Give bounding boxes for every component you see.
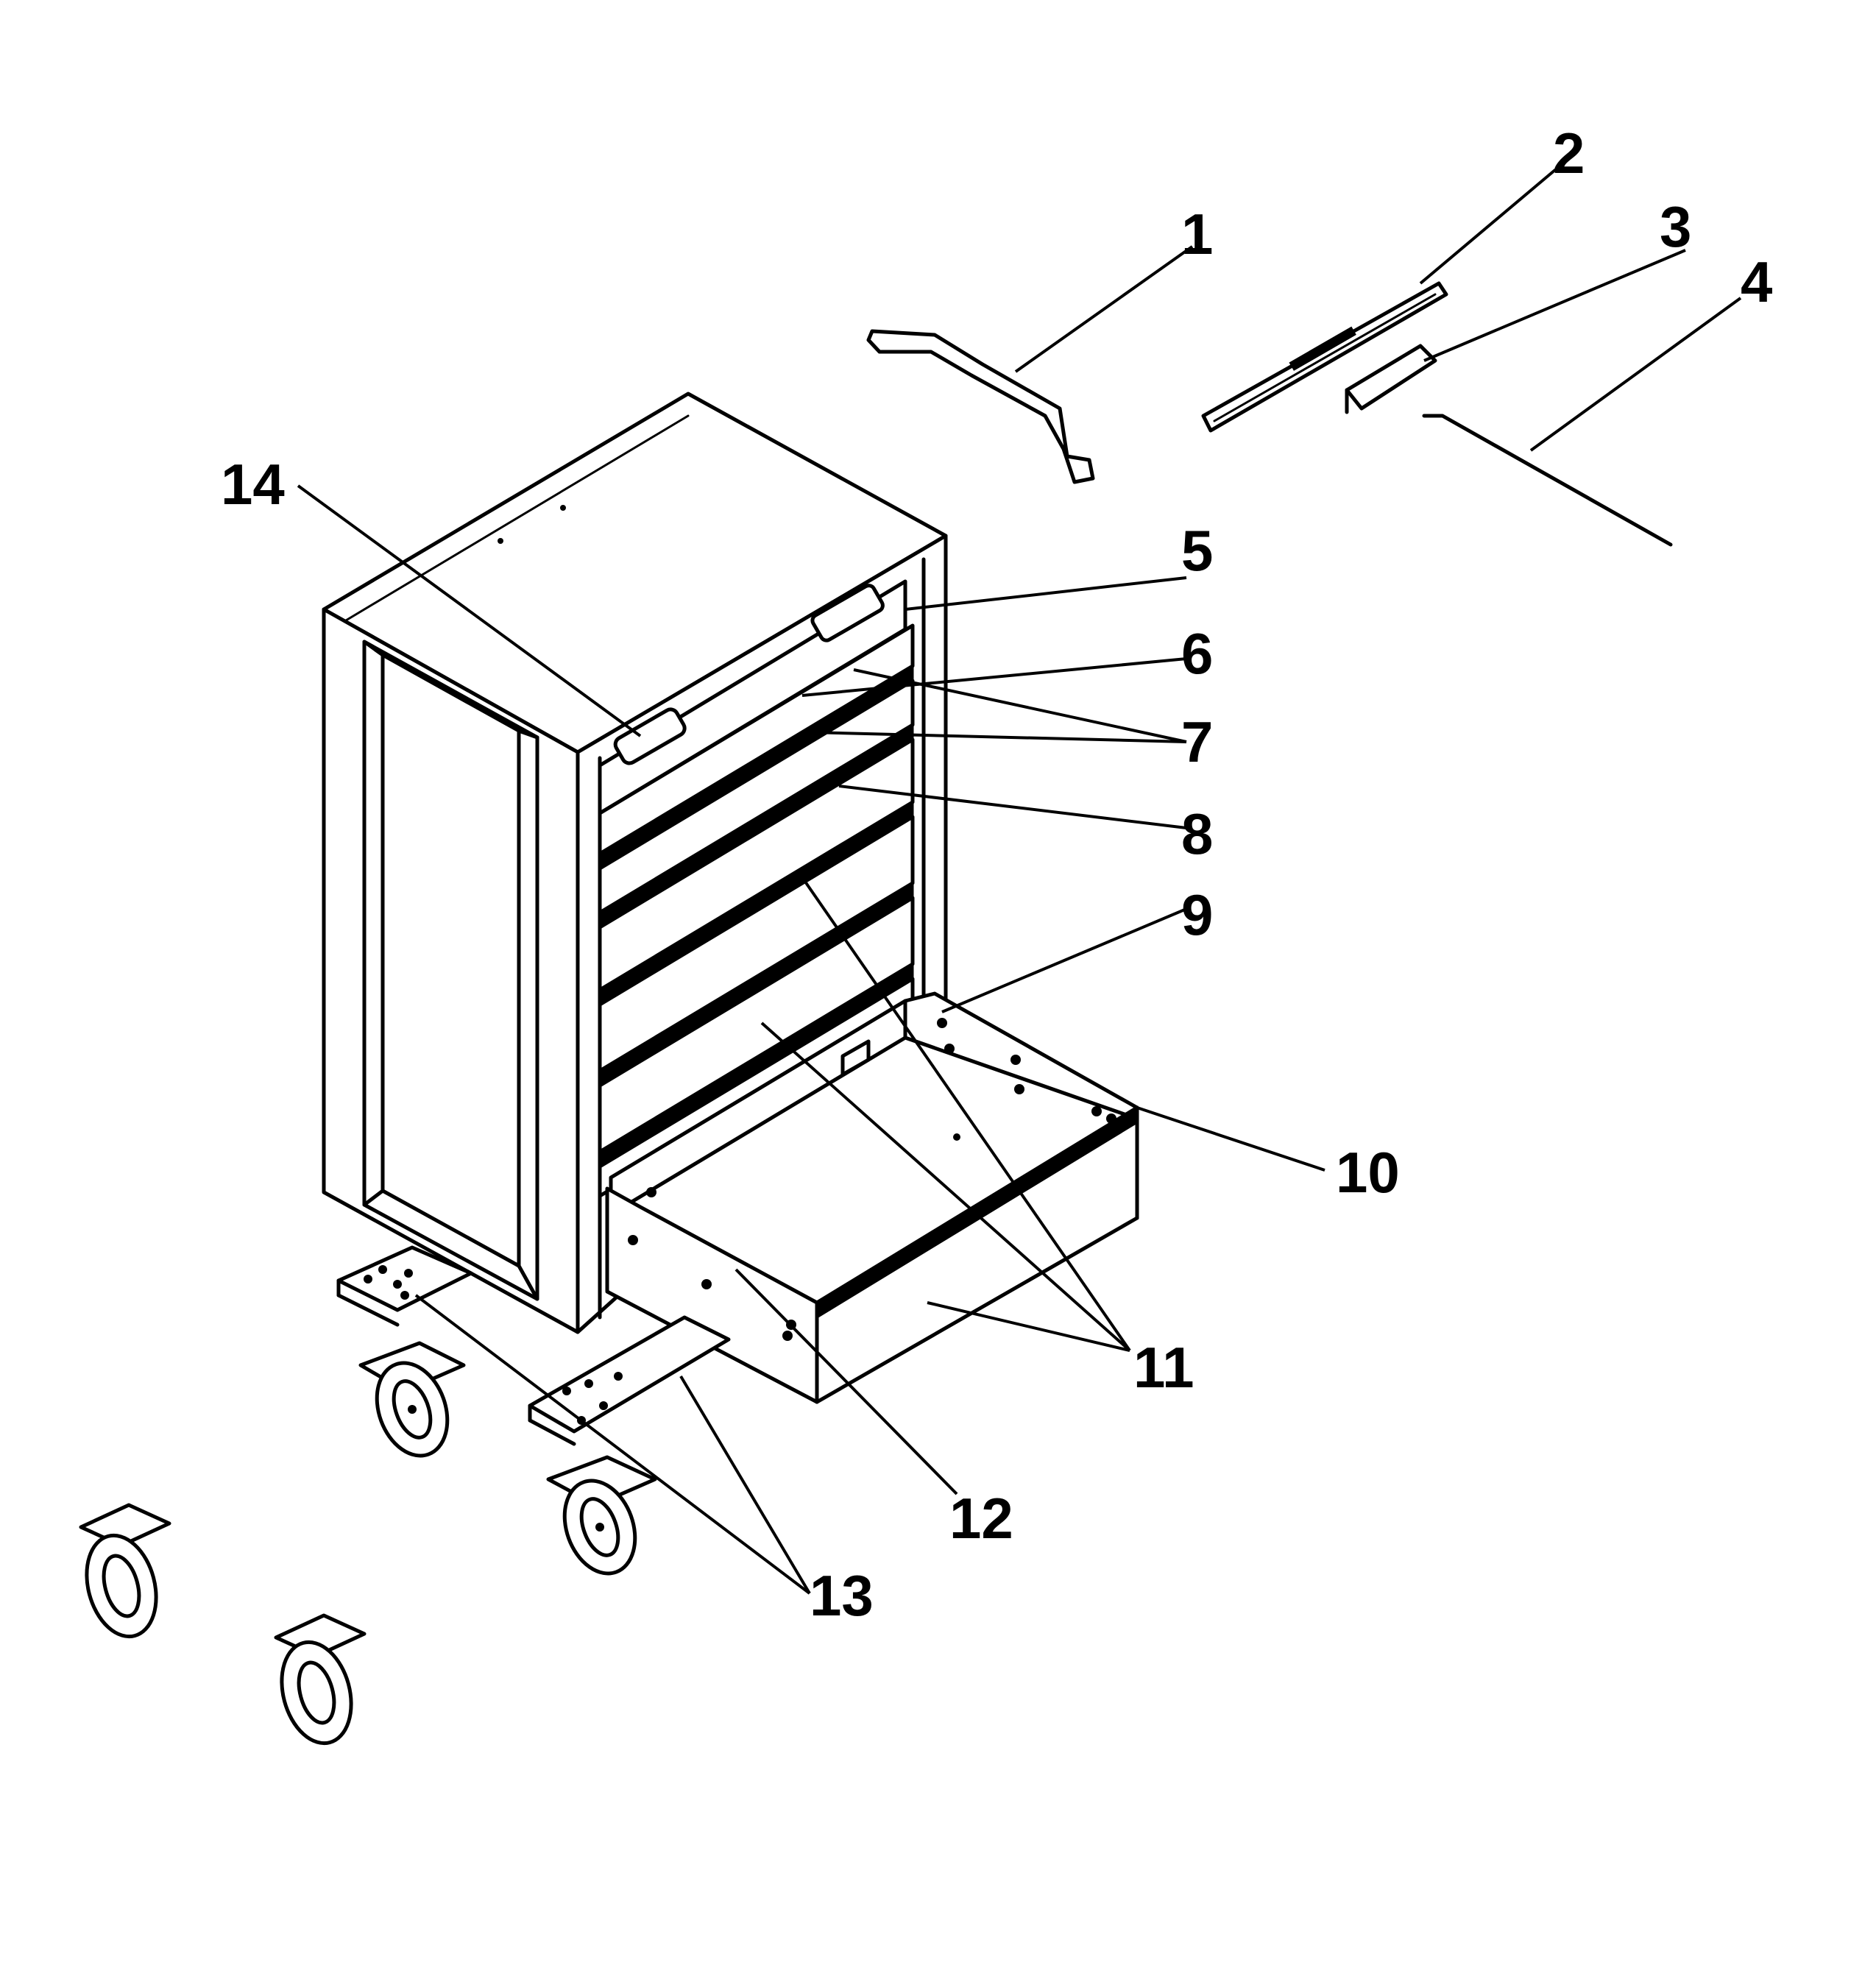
callout-13: 13 xyxy=(810,1563,874,1628)
callout-2: 2 xyxy=(1553,121,1585,185)
caster-wheel-3 xyxy=(79,1503,171,1639)
callout-12: 12 xyxy=(949,1486,1013,1551)
callout-9: 9 xyxy=(1181,882,1213,947)
callout-7: 7 xyxy=(1181,709,1213,774)
caster-mounting-brackets xyxy=(336,1245,731,1446)
callout-1: 1 xyxy=(1181,202,1213,266)
caster-wheels xyxy=(79,1341,657,1746)
caster-wheel-4 xyxy=(274,1613,367,1746)
caster-bracket-right xyxy=(528,1315,731,1434)
callout-11: 11 xyxy=(1133,1335,1194,1400)
tool-cabinet xyxy=(322,392,948,1334)
open-drawer xyxy=(605,991,1139,1404)
part-bracket xyxy=(866,329,1095,484)
callout-3: 3 xyxy=(1660,194,1691,259)
loose-parts xyxy=(866,281,1673,547)
callout-8: 8 xyxy=(1181,801,1213,866)
caster-wheel-2 xyxy=(546,1455,657,1576)
caster-wheel-1 xyxy=(358,1341,466,1458)
callout-labels: 1 2 3 4 5 6 7 8 9 10 11 12 13 14 xyxy=(221,121,1772,1628)
callout-5: 5 xyxy=(1181,518,1213,583)
caster-bracket-left xyxy=(336,1245,473,1312)
callout-4: 4 xyxy=(1741,249,1772,314)
callout-14: 14 xyxy=(221,452,285,517)
callout-10: 10 xyxy=(1336,1140,1400,1205)
leader-lines xyxy=(297,164,1742,1595)
part-rod xyxy=(1422,414,1673,547)
callout-6: 6 xyxy=(1181,621,1213,686)
part-slide-clip xyxy=(1345,344,1437,411)
drawer-handle xyxy=(613,707,687,765)
